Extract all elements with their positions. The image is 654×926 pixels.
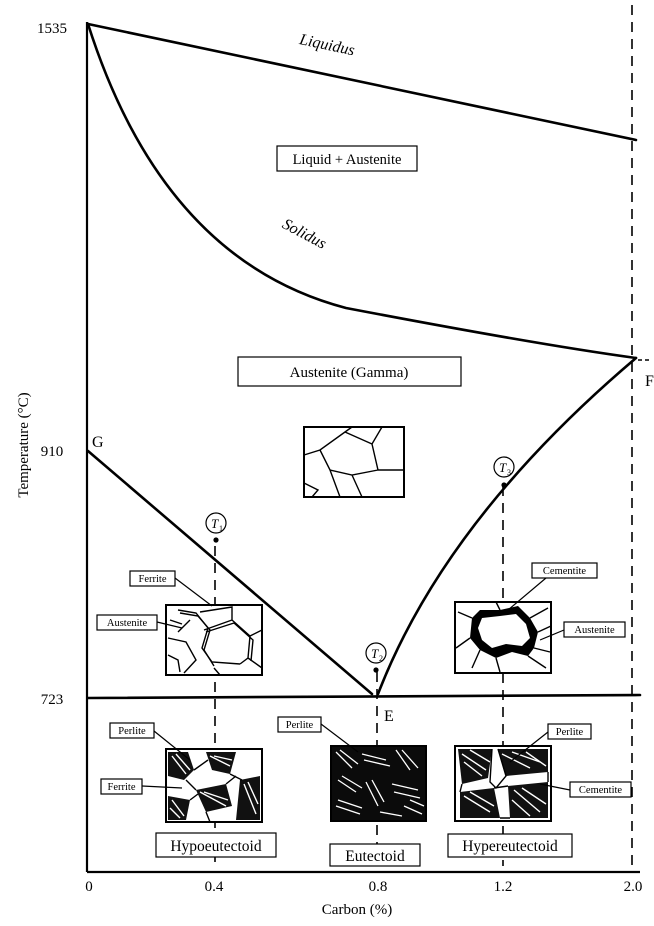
cementite-upper-label: Cementite bbox=[543, 566, 586, 577]
point-g-label: G bbox=[92, 434, 104, 451]
svg-text:T: T bbox=[371, 646, 379, 661]
x-tick-0: 0 bbox=[85, 879, 93, 895]
liquid-austenite-box bbox=[276, 145, 418, 172]
micrograph-ferrite-austenite bbox=[165, 604, 263, 676]
austenite-gamma-box bbox=[237, 356, 462, 387]
svg-text:3: 3 bbox=[507, 468, 511, 477]
x-tick-1.2: 1.2 bbox=[494, 879, 513, 895]
svg-text:T: T bbox=[499, 460, 507, 475]
ferrite-lower-label: Ferrite bbox=[108, 782, 136, 793]
perlite-center-label: Perlite bbox=[286, 720, 314, 731]
point-f-label: F bbox=[645, 373, 654, 390]
solidus-curve bbox=[86, 22, 638, 360]
liquidus-line bbox=[86, 22, 638, 142]
acm-line bbox=[376, 356, 638, 696]
micrograph-austenite bbox=[303, 426, 405, 498]
micrograph-pearlite bbox=[330, 745, 427, 822]
t3-marker: T 3 bbox=[493, 456, 515, 488]
ferrite-lower-leader bbox=[141, 785, 183, 789]
y-tick-723: 723 bbox=[41, 692, 64, 708]
a3-line bbox=[86, 449, 374, 696]
x-tick-0.8: 0.8 bbox=[369, 879, 388, 895]
eutectoid-label: Eutectoid bbox=[345, 848, 405, 865]
perlite-left-label: Perlite bbox=[118, 726, 146, 737]
perlite-left-leader bbox=[153, 730, 191, 761]
solidus-label: Solidus bbox=[279, 216, 329, 253]
svg-text:2: 2 bbox=[379, 654, 383, 663]
hypereutectoid-box bbox=[447, 833, 573, 858]
ferrite-upper-leader bbox=[174, 577, 213, 607]
austenite-gamma-label: Austenite (Gamma) bbox=[290, 365, 409, 381]
hypoeutectoid-box bbox=[155, 832, 277, 858]
perlite-right-leader bbox=[509, 731, 549, 763]
austenite-left-leader bbox=[156, 621, 183, 629]
micrograph-ferrite-pearlite bbox=[165, 748, 263, 823]
liquidus-label: Liquidus bbox=[297, 31, 356, 59]
y-axis-title: Temperature (°C) bbox=[16, 392, 32, 497]
t2-marker: T 2 bbox=[365, 642, 387, 673]
austenite-right-label: Austenite bbox=[574, 625, 615, 636]
x-tick-2.0: 2.0 bbox=[624, 879, 643, 895]
austenite-right-leader bbox=[539, 629, 565, 641]
perlite-center-leader bbox=[320, 723, 359, 753]
austenite-right-box bbox=[563, 621, 626, 638]
micrograph-pearlite-cementite bbox=[454, 745, 552, 822]
hypereutectoid-label: Hypereutectoid bbox=[462, 838, 558, 855]
cementite-upper-leader bbox=[507, 577, 547, 611]
svg-text:T: T bbox=[211, 516, 219, 531]
ferrite-upper-label: Ferrite bbox=[139, 574, 167, 585]
eutectoid-box bbox=[329, 843, 421, 867]
hypoeutectoid-label: Hypoeutectoid bbox=[170, 838, 262, 855]
austenite-left-label: Austenite bbox=[107, 618, 148, 629]
perlite-right-box bbox=[547, 723, 592, 740]
x-axis-title: Carbon (%) bbox=[322, 902, 392, 918]
t1-marker: T 1 bbox=[205, 512, 227, 543]
eutectoid-line bbox=[86, 693, 642, 700]
perlite-left-box bbox=[109, 722, 155, 739]
cementite-upper-box bbox=[531, 562, 598, 579]
micrograph-cementite-austenite bbox=[454, 601, 552, 674]
point-e-label: E bbox=[384, 708, 394, 725]
y-tick-910: 910 bbox=[41, 444, 64, 460]
perlite-right-label: Perlite bbox=[556, 727, 584, 738]
x-tick-0.4: 0.4 bbox=[205, 879, 224, 895]
y-tick-1535: 1535 bbox=[37, 21, 67, 37]
cementite-lower-label: Cementite bbox=[579, 785, 622, 796]
cementite-lower-leader bbox=[539, 783, 571, 791]
liquid-austenite-label: Liquid + Austenite bbox=[293, 152, 402, 168]
svg-text:1: 1 bbox=[219, 524, 223, 533]
